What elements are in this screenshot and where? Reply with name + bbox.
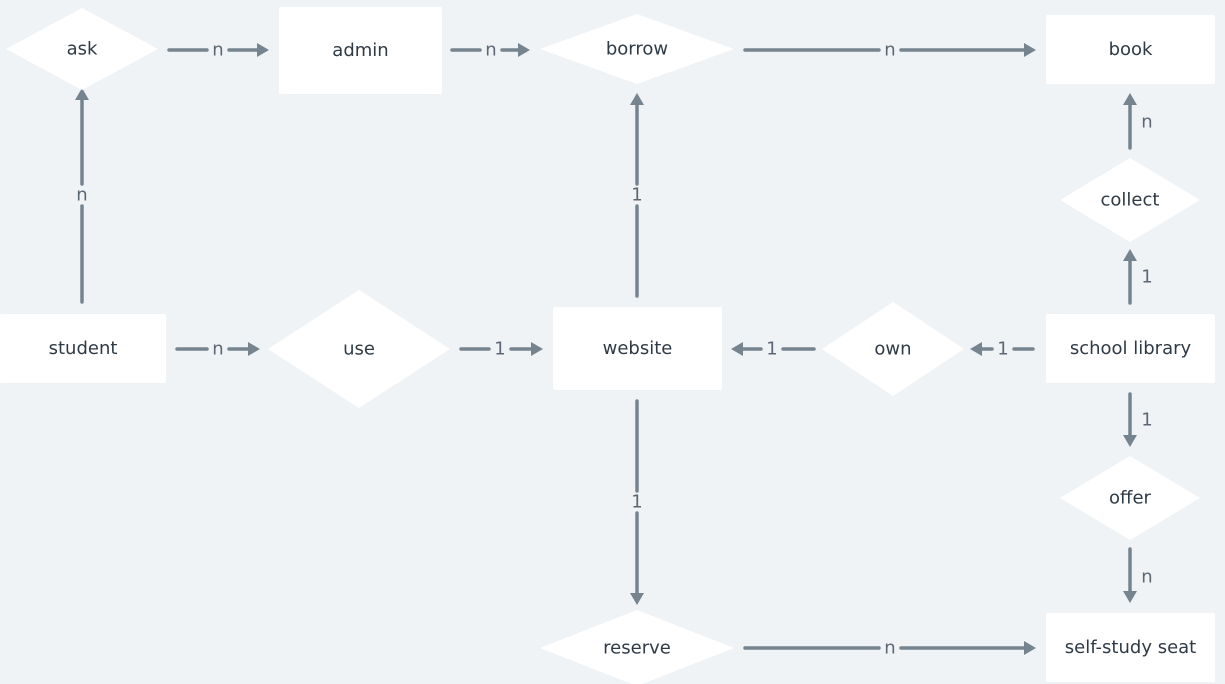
edge-own-website: 1	[731, 339, 816, 360]
entity-admin[interactable]: admin	[279, 7, 442, 94]
arrow-head	[1123, 249, 1137, 261]
relationship-diamond	[540, 610, 734, 684]
cardinality-label: n	[884, 40, 895, 61]
cardinality-label: 1	[766, 339, 777, 360]
cardinality-label: 1	[631, 185, 642, 206]
entity-label: website	[603, 338, 673, 359]
entity-box	[553, 307, 722, 390]
relationship-offer[interactable]: offer	[1060, 456, 1200, 540]
relationship-collect[interactable]: collect	[1060, 158, 1200, 242]
relationship-diamond	[1060, 456, 1200, 540]
relationship-diamond	[822, 302, 964, 396]
cardinality-label: n	[1141, 567, 1152, 588]
relationship-reserve[interactable]: reserve	[540, 610, 734, 684]
cardinality-label: n	[1141, 112, 1152, 133]
entity-label: self-study seat	[1065, 637, 1196, 658]
edge-school_library-own: 1	[970, 339, 1035, 360]
relationship-diamond	[6, 8, 158, 90]
edge-school_library-collect: 1	[1123, 249, 1153, 305]
edge-use-website: 1	[459, 339, 543, 360]
edge-website-reserve: 1	[630, 399, 644, 605]
cardinality-label: n	[485, 40, 496, 61]
edge-collect-book: n	[1123, 93, 1153, 150]
edge-offer-self_study_seat: n	[1123, 547, 1153, 603]
arrow-head	[257, 43, 269, 57]
arrow-head	[1123, 93, 1137, 105]
entity-box	[1046, 314, 1215, 383]
relationship-ask[interactable]: ask	[6, 8, 158, 90]
relationship-label: reserve	[603, 638, 671, 659]
edge-school_library-offer: 1	[1123, 392, 1153, 447]
cardinality-label: 1	[997, 339, 1008, 360]
arrow-head	[630, 593, 644, 605]
entity-label: student	[49, 338, 118, 359]
relationship-borrow[interactable]: borrow	[540, 14, 734, 84]
relationship-label: offer	[1109, 488, 1151, 509]
arrow-head	[75, 88, 89, 100]
entity-label: school library	[1070, 338, 1192, 359]
edge-student-use: n	[175, 339, 260, 360]
entity-label: admin	[332, 40, 388, 61]
relationship-diamond	[268, 290, 450, 408]
edge-student-ask: n	[75, 88, 89, 304]
arrow-head	[1024, 641, 1036, 655]
relationship-own[interactable]: own	[822, 302, 964, 396]
cardinality-label: n	[212, 339, 223, 360]
edge-admin-borrow: n	[450, 40, 530, 61]
relationship-label: collect	[1101, 190, 1160, 211]
entity-box	[0, 314, 166, 383]
relationship-label: use	[343, 339, 375, 360]
relationship-label: own	[874, 339, 911, 360]
arrow-head	[970, 342, 982, 356]
entity-self-study-seat[interactable]: self-study seat	[1046, 613, 1215, 682]
cardinality-label: 1	[631, 492, 642, 513]
entity-label: book	[1109, 39, 1153, 60]
nodes-layer: admin book student website school library sel…	[0, 7, 1215, 684]
entity-book[interactable]: book	[1046, 15, 1215, 84]
cardinality-label: n	[884, 638, 895, 659]
cardinality-label: n	[212, 40, 223, 61]
relationship-diamond	[1060, 158, 1200, 242]
relationship-label: ask	[67, 39, 98, 60]
entity-box	[1046, 15, 1215, 84]
entity-website[interactable]: website	[553, 307, 722, 390]
cardinality-label: 1	[494, 339, 505, 360]
entity-box	[1046, 613, 1215, 682]
edge-ask-admin: n	[167, 40, 269, 61]
relationship-diamond	[540, 14, 734, 84]
edges-layer: n n n n 1 n 1 n 1 1 1 1 n 1 n	[75, 40, 1153, 659]
arrow-head	[1024, 43, 1036, 57]
arrow-head	[731, 342, 743, 356]
arrow-head	[518, 43, 530, 57]
arrow-head	[1123, 435, 1137, 447]
cardinality-label: n	[76, 185, 87, 206]
edge-website-borrow: 1	[630, 93, 644, 298]
entity-student[interactable]: student	[0, 314, 166, 383]
cardinality-label: 1	[1141, 410, 1152, 431]
arrow-head	[1123, 591, 1137, 603]
edge-reserve-self_study_seat: n	[743, 638, 1036, 659]
arrow-head	[630, 93, 644, 105]
relationship-label: borrow	[606, 39, 668, 60]
arrow-head	[531, 342, 543, 356]
arrow-head	[248, 342, 260, 356]
entity-box	[279, 7, 442, 94]
edge-borrow-book: n	[743, 40, 1036, 61]
entity-school-library[interactable]: school library	[1046, 314, 1215, 383]
cardinality-label: 1	[1141, 267, 1152, 288]
relationship-use[interactable]: use	[268, 290, 450, 408]
